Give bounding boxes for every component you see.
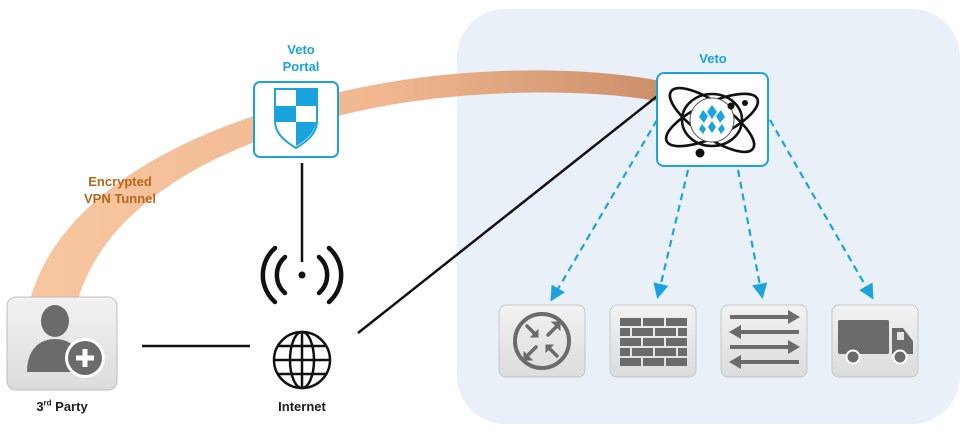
tunnel-label-line1: Encrypted bbox=[88, 174, 152, 189]
third-party-label-suffix: Party bbox=[51, 399, 88, 414]
internet-node bbox=[260, 245, 344, 390]
atom-icon bbox=[664, 86, 760, 158]
switch-device bbox=[720, 304, 808, 378]
arrow-to-truck bbox=[769, 119, 874, 300]
third-party-node bbox=[6, 296, 118, 391]
third-party-label: 3rd Party bbox=[22, 398, 102, 415]
internet-label: Internet bbox=[278, 399, 326, 414]
third-party-label-prefix: 3 bbox=[36, 399, 44, 414]
user-add-icon bbox=[27, 305, 105, 378]
veto-portal-label-line2: Portal bbox=[282, 59, 320, 74]
veto-portal-label: Veto Portal bbox=[266, 41, 336, 75]
tunnel-label-line2: VPN Tunnel bbox=[84, 191, 156, 206]
link-internet-veto bbox=[357, 85, 671, 334]
veto-portal-label-line1: Veto bbox=[287, 42, 315, 57]
arrow-to-router bbox=[550, 119, 658, 302]
arrow-to-switch bbox=[736, 169, 768, 300]
vpn-tunnel bbox=[30, 70, 665, 300]
router-icon bbox=[513, 312, 571, 370]
truck-device bbox=[831, 304, 919, 378]
veto-portal-node bbox=[253, 81, 339, 158]
veto-hub-node bbox=[656, 72, 769, 167]
firewall-device bbox=[609, 304, 697, 378]
wireless-icon bbox=[260, 245, 344, 305]
third-party-label-sup: rd bbox=[43, 398, 52, 408]
switch-icon bbox=[729, 310, 800, 369]
globe-icon bbox=[272, 330, 332, 390]
shield-icon bbox=[274, 88, 318, 150]
arrow-to-firewall bbox=[653, 169, 690, 299]
truck-icon bbox=[838, 320, 913, 365]
router-device bbox=[498, 304, 586, 378]
firewall-icon bbox=[620, 318, 687, 366]
veto-hub-label: Veto bbox=[699, 51, 727, 66]
tunnel-label: Encrypted VPN Tunnel bbox=[70, 173, 170, 207]
